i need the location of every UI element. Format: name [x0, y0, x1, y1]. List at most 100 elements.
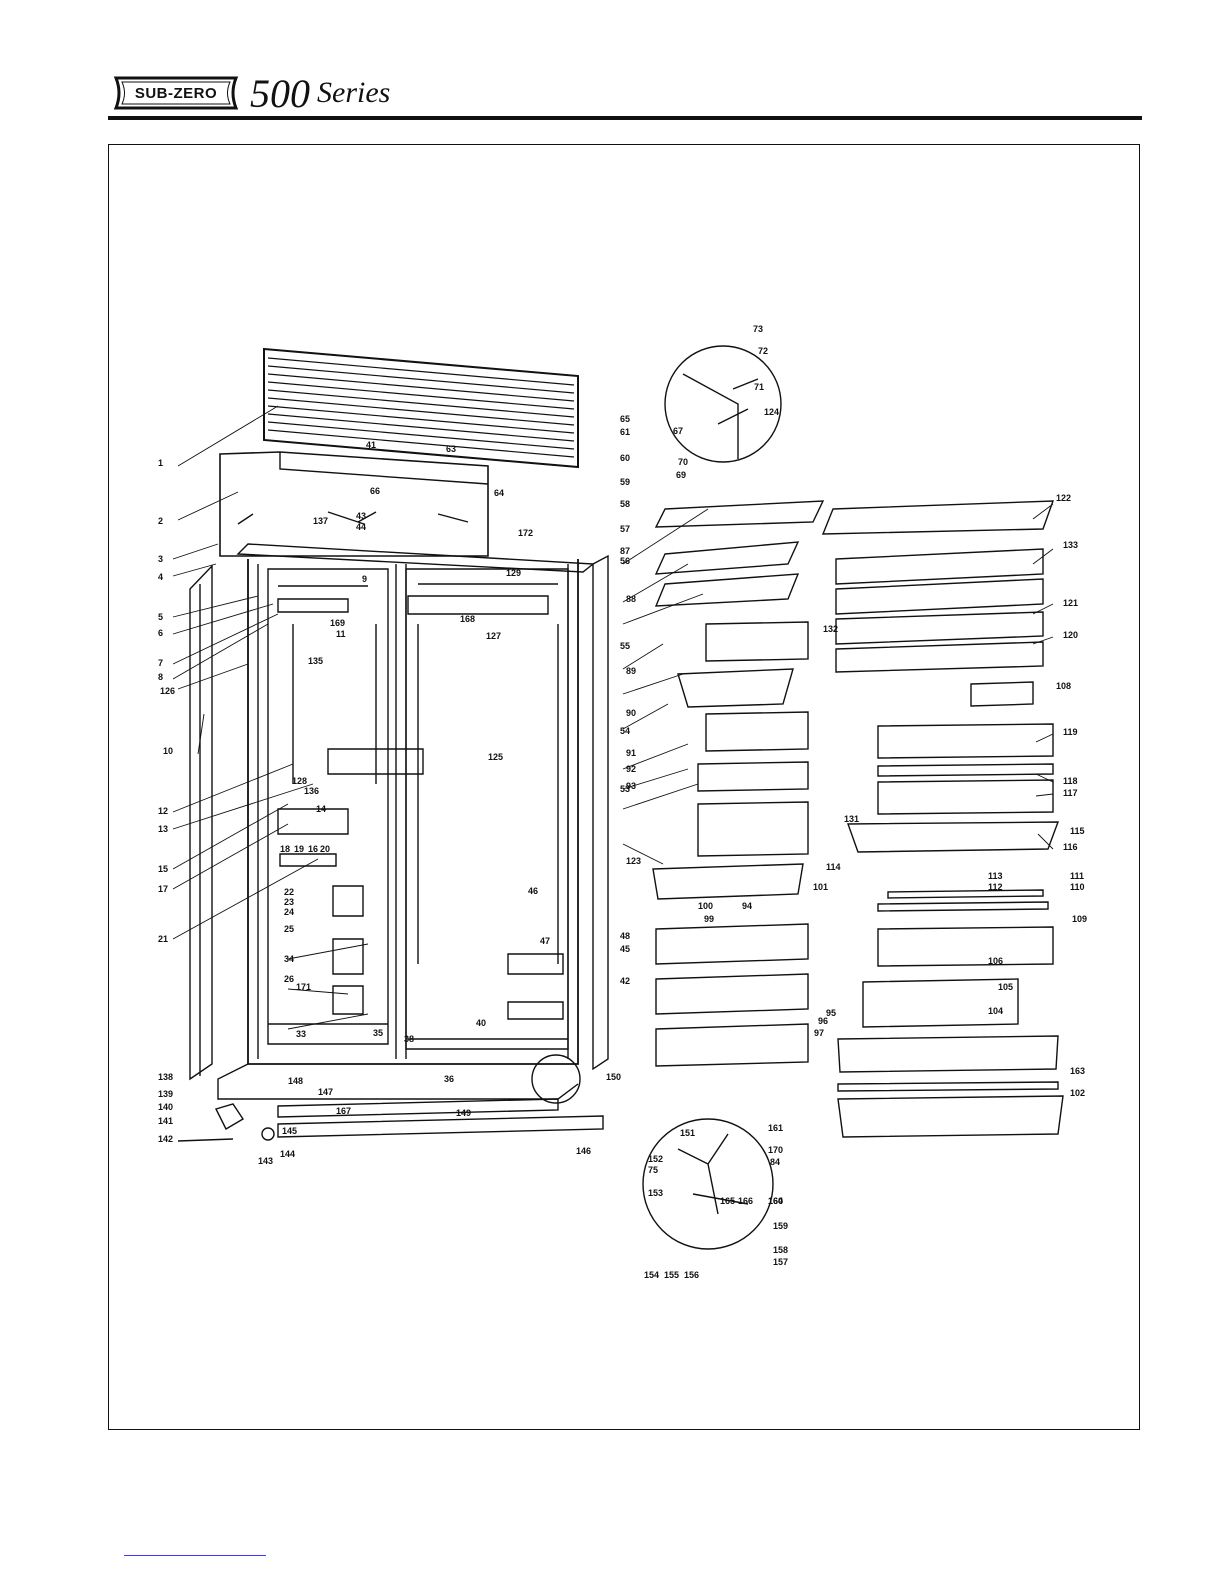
footer-link-underline — [124, 1555, 266, 1556]
callout-63: 63 — [446, 444, 456, 454]
callout-121: 121 — [1063, 598, 1078, 608]
callout-34: 34 — [284, 954, 294, 964]
callout-136: 136 — [304, 786, 319, 796]
callout-115: 115 — [1070, 826, 1085, 836]
callout-111: 111 — [1070, 871, 1084, 881]
callout-161: 161 — [768, 1123, 783, 1133]
page-header: SUB-ZERO 500 Series — [0, 0, 1224, 130]
wire-shelf-88 — [654, 573, 800, 607]
callout-137: 137 — [313, 516, 328, 526]
shelf-121 — [835, 611, 1044, 645]
callout-69: 69 — [676, 470, 686, 480]
callout-150: 150 — [606, 1072, 621, 1082]
callout-140: 140 — [158, 1102, 173, 1112]
basket-116 — [847, 821, 1060, 853]
callout-9: 9 — [362, 574, 367, 584]
callout-71: 71 — [754, 382, 764, 392]
callout-156: 156 — [684, 1270, 699, 1280]
callout-17: 17 — [158, 884, 168, 894]
callout-16: 16 — [308, 844, 318, 854]
top-grille — [263, 347, 579, 469]
top-box — [219, 451, 489, 557]
callout-149: 149 — [456, 1108, 471, 1118]
freezer-liner — [267, 568, 389, 1045]
callout-165: 165 — [720, 1196, 735, 1206]
callout-58: 58 — [620, 499, 630, 509]
crisper-119 — [877, 723, 1054, 759]
drawer-98 — [655, 923, 809, 965]
callout-55: 55 — [620, 641, 630, 651]
callout-20: 20 — [320, 844, 330, 854]
callout-12: 12 — [158, 806, 168, 816]
drawer-front — [837, 1035, 1059, 1073]
callout-102: 102 — [1070, 1088, 1085, 1098]
callout-48: 48 — [620, 931, 630, 941]
callout-59: 59 — [620, 477, 630, 487]
callout-152: 152 — [648, 1154, 663, 1164]
cabinet-body — [247, 559, 579, 1065]
callout-88: 88 — [626, 594, 636, 604]
callout-1: 1 — [158, 458, 163, 468]
callout-87: 87 — [620, 546, 630, 556]
callout-158: 158 — [773, 1245, 788, 1255]
basket-94 — [652, 863, 804, 900]
grille-slats — [267, 357, 575, 458]
callout-159: 159 — [773, 1221, 788, 1231]
rack-108 — [970, 681, 1034, 707]
callout-139: 139 — [158, 1089, 173, 1099]
callout-56: 56 — [620, 556, 630, 566]
callout-128: 128 — [292, 776, 307, 786]
callout-40: 40 — [476, 1018, 486, 1028]
callout-7: 7 — [158, 658, 163, 668]
callout-84: 84 — [770, 1157, 780, 1167]
callout-3: 3 — [158, 554, 163, 564]
series-number: 500 — [250, 71, 310, 116]
callout-33: 33 — [296, 1029, 306, 1039]
bin-90 — [677, 668, 794, 708]
callout-72: 72 — [758, 346, 768, 356]
callout-6: 6 — [158, 628, 163, 638]
callout-114: 114 — [826, 862, 841, 872]
shelf-133-a — [835, 548, 1044, 585]
drawer-104 — [862, 978, 1019, 1028]
drawer-lower — [655, 1023, 809, 1067]
glass-shelf-left — [654, 500, 825, 528]
callout-19: 19 — [294, 844, 304, 854]
callout-18: 18 — [280, 844, 290, 854]
shelf-133-b — [835, 578, 1044, 615]
callout-151: 151 — [680, 1128, 695, 1138]
callout-57: 57 — [620, 524, 630, 534]
bin-91 — [705, 711, 809, 752]
header-rule — [108, 116, 1142, 120]
callout-22: 22 — [284, 887, 294, 897]
callout-94: 94 — [742, 901, 752, 911]
right-door-outer — [592, 554, 609, 1071]
callout-106: 106 — [988, 956, 1003, 966]
callout-155: 155 — [664, 1270, 679, 1280]
callout-46: 46 — [528, 886, 538, 896]
callout-92: 92 — [626, 764, 636, 774]
callout-104: 104 — [988, 1006, 1003, 1016]
callout-93: 93 — [626, 781, 636, 791]
control-panel — [407, 595, 549, 615]
callout-113: 113 — [988, 871, 1003, 881]
callout-141: 141 — [158, 1116, 173, 1126]
callout-41: 41 — [366, 440, 376, 450]
diagram-frame — [108, 144, 1140, 1430]
callout-97: 97 — [814, 1028, 824, 1038]
logo-text: SUB-ZERO — [134, 84, 218, 102]
callout-123: 123 — [626, 856, 641, 866]
callout-127: 127 — [486, 631, 501, 641]
bottom-hinge-detail — [642, 1118, 774, 1250]
callout-133: 133 — [1063, 540, 1078, 550]
callout-171: 171 — [296, 982, 311, 992]
callout-21: 21 — [158, 934, 168, 944]
callout-70: 70 — [678, 457, 688, 467]
callout-119: 119 — [1063, 727, 1078, 737]
callout-44: 44 — [356, 522, 366, 532]
callout-122: 122 — [1056, 493, 1071, 503]
crisper-117 — [877, 779, 1054, 815]
callout-42: 42 — [620, 976, 630, 986]
callout-53: 53 — [620, 784, 630, 794]
callout-160: 160 — [768, 1196, 783, 1206]
